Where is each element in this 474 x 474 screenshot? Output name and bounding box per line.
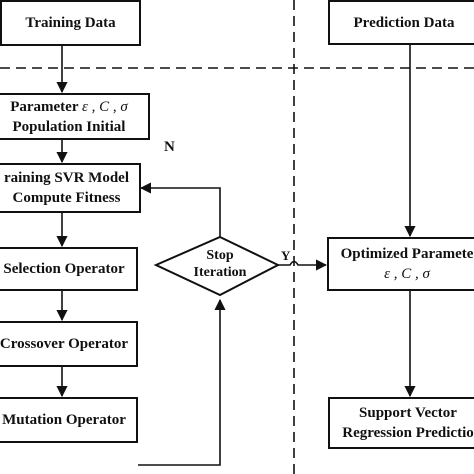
mutation-operator-label: Mutation Operator [2, 412, 126, 428]
compute-fitness-line: Compute Fitness [12, 190, 121, 206]
population-initial-label: Population Initial [12, 118, 126, 135]
crossover-operator-box: Crossover Operator [0, 321, 138, 367]
stop-iteration-label: Stop Iteration [166, 247, 274, 281]
mutation-operator-box: Mutation Operator [0, 397, 138, 443]
optimized-parameter-box: Optimized Paramete ε , C , σ [327, 237, 474, 291]
parameter-prefix: Parameter [10, 98, 79, 115]
prediction-data-label: Prediction Data [353, 14, 455, 31]
training-svr-line1: raining SVR Model [3, 170, 129, 186]
selection-operator-box: Selection Operator [0, 247, 138, 291]
stop-label: Stop [206, 248, 234, 263]
arrow-stop-no-to-training-svr [139, 182, 221, 237]
training-data-box: Training Data [0, 0, 141, 46]
parameter-line: Parameter ε , C , σ [10, 97, 128, 117]
training-svr-box: raining SVR Model Compute Fitness [0, 163, 141, 213]
no-branch-label: N [164, 139, 175, 155]
crossover-operator-label: Crossover Operator [0, 336, 129, 352]
iteration-label: Iteration [193, 265, 247, 280]
optimized-parameter-line1: Optimized Paramete [340, 246, 474, 262]
svr-prediction-line1: Support Vector [359, 405, 457, 421]
arrow-stop-yes-to-optimized [278, 259, 328, 271]
arrow-mutation-to-stop [138, 298, 226, 466]
optimized-parameter-symbols: ε , C , σ [384, 266, 430, 282]
stop-iteration-diamond [153, 235, 281, 297]
training-data-label: Training Data [25, 15, 116, 31]
parameter-symbols: ε , C , σ [81, 98, 128, 115]
yes-branch-label: Y [281, 248, 291, 263]
selection-operator-label: Selection Operator [3, 261, 125, 277]
parameter-initial-box: Parameter ε , C , σ Population Initial [0, 93, 150, 140]
svr-prediction-box: Support Vector Regression Predictio [328, 397, 474, 449]
prediction-data-box: Prediction Data [328, 0, 474, 45]
svr-prediction-line2: Regression Predictio [342, 425, 474, 441]
